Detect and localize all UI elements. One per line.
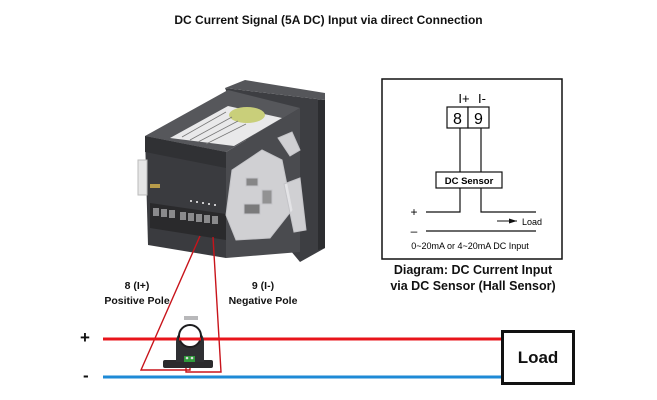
schematic-plus-sign: + <box>410 205 417 219</box>
positive-terminal-desc: Positive Pole <box>104 295 170 307</box>
schematic-frame <box>381 78 563 260</box>
input-range-label: 0~20mA or 4~20mA DC Input <box>411 241 529 251</box>
terminal-label-plus: I+ <box>458 91 469 106</box>
terminal-9 <box>467 106 490 129</box>
schematic-minus-sign: – <box>411 224 418 238</box>
mounting-clip-left <box>137 159 148 196</box>
positive-pole-label: 8 (I+) Positive Pole <box>92 279 182 309</box>
schematic-caption-line2: via DC Sensor (Hall Sensor) <box>390 279 556 293</box>
negative-terminal-desc: Negative Pole <box>228 295 298 307</box>
negative-pole-label: 9 (I-) Negative Pole <box>218 279 308 309</box>
load-label: Load <box>517 347 559 367</box>
mounting-bracket <box>225 131 307 241</box>
hologram-sticker <box>229 107 265 123</box>
panel-meter-illustration <box>137 80 325 262</box>
positive-terminal-number: 8 (I+) <box>124 280 150 292</box>
hall-sensor-illustration <box>163 316 213 368</box>
dc-sensor-box <box>435 171 503 189</box>
dc-sensor-label: DC Sensor <box>445 176 494 187</box>
load-box: Load <box>501 330 575 385</box>
positive-sign: + <box>80 328 90 347</box>
terminal-label-minus: I- <box>478 91 486 106</box>
schematic-diagram: I+ I- 8 9 DC Sensor + – Load 0~20mA or 4… <box>381 78 563 260</box>
negative-sign: - <box>83 366 89 385</box>
terminal-number-9: 9 <box>474 111 483 128</box>
terminal-number-8: 8 <box>453 111 462 128</box>
sensor-terminal <box>184 356 195 362</box>
schematic-load-label: Load <box>522 217 542 227</box>
diagram-title: DC Current Signal (5A DC) Input via dire… <box>174 13 483 27</box>
schematic-caption: Diagram: DC Current Input via DC Sensor … <box>362 262 584 294</box>
schematic-caption-line1: Diagram: DC Current Input <box>393 263 553 277</box>
negative-terminal-number: 9 (I-) <box>251 280 275 292</box>
